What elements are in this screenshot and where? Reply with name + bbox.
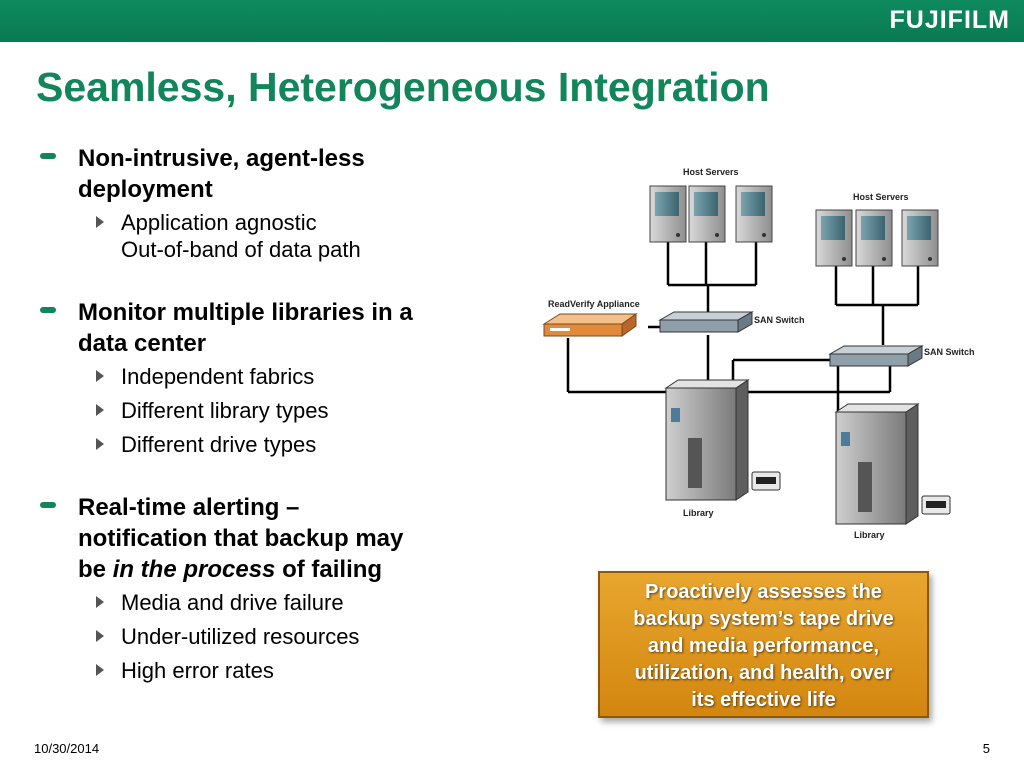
sub-bullet-text: Different drive types (121, 432, 317, 457)
host-servers-label: Host Servers (683, 167, 739, 177)
bullet-main: Real-time alerting – notification that b… (36, 492, 496, 585)
sub-bullet-text: Application agnostic (121, 210, 317, 235)
sub-bullet: Different drive types (36, 431, 496, 458)
server-icon (649, 185, 687, 243)
triangle-bullet-icon (96, 404, 104, 416)
callout-line: backup system’s tape drive (633, 608, 894, 630)
bullet-line-part: of failing (275, 556, 383, 583)
callout-line: Proactively assesses the (645, 581, 882, 603)
triangle-bullet-icon (96, 596, 104, 608)
appliance-label: ReadVerify Appliance (548, 299, 640, 309)
sub-bullet: High error rates (36, 657, 496, 684)
bullet-line: data center (78, 330, 207, 357)
sub-bullet-text: Media and drive failure (121, 590, 344, 615)
page-number: 5 (982, 741, 990, 756)
library-label: Library (854, 530, 885, 540)
slide-title: Seamless, Heterogeneous Integration (36, 64, 770, 110)
san-switch-label: SAN Switch (754, 315, 805, 325)
host-servers-label: Host Servers (853, 192, 909, 202)
sub-bullet-text: Out-of-band of data path (121, 237, 361, 262)
bullet-line: Non-intrusive, agent-less (78, 145, 365, 172)
bullet-line: notification that backup may (78, 525, 404, 552)
triangle-bullet-icon (96, 664, 104, 676)
bullet-line: Monitor multiple libraries in a (78, 299, 413, 326)
bullet-line: deployment (78, 176, 213, 203)
sub-bullet: Under-utilized resources (36, 623, 496, 650)
library-label: Library (683, 508, 714, 518)
server-icon (688, 185, 726, 243)
sub-bullet: Out-of-band of data path (36, 236, 496, 263)
sub-bullet-text: Under-utilized resources (121, 624, 360, 649)
bullet-main: Monitor multiple libraries in a data cen… (36, 297, 496, 359)
bullet-list: Non-intrusive, agent-less deployment App… (36, 143, 496, 691)
server-icon (815, 209, 853, 267)
dash-bullet-icon (40, 153, 56, 159)
server-icon (855, 209, 893, 267)
server-icon (901, 209, 939, 267)
callout-line: utilization, and health, over (634, 662, 893, 684)
sub-bullet: Application agnostic (36, 209, 496, 236)
tape-library-left: Library (664, 379, 781, 518)
bullet-line: Real-time alerting – (78, 494, 300, 521)
sub-bullet: Media and drive failure (36, 589, 496, 616)
bullet-emphasis: in the process (112, 556, 276, 583)
sub-bullet: Independent fabrics (36, 363, 496, 390)
bullet-group-alerting: Real-time alerting – notification that b… (36, 492, 496, 684)
san-switch-label: SAN Switch (924, 347, 975, 357)
san-switch-left: SAN Switch (658, 311, 805, 333)
host-servers-left: Host Servers (649, 167, 773, 243)
readverify-appliance: ReadVerify Appliance (542, 299, 640, 337)
dash-bullet-icon (40, 307, 56, 313)
tape-library-right: Library (834, 403, 951, 540)
san-switch-right: SAN Switch (828, 345, 975, 367)
callout-line: its effective life (691, 689, 836, 711)
bullet-group-deployment: Non-intrusive, agent-less deployment App… (36, 143, 496, 263)
sub-bullet-list: Application agnostic Out-of-band of data… (36, 209, 496, 263)
triangle-bullet-icon (96, 370, 104, 382)
sub-bullet-list: Media and drive failure Under-utilized r… (36, 589, 496, 684)
host-servers-right: Host Servers (815, 192, 939, 267)
callout-box: Proactively assesses the backup system’s… (598, 571, 929, 718)
sub-bullet-text: Independent fabrics (121, 364, 315, 389)
dash-bullet-icon (40, 502, 56, 508)
integration-diagram: Host Servers Host Servers (542, 167, 975, 540)
sub-bullet-text: Different library types (121, 398, 329, 423)
sub-bullet-text: High error rates (121, 658, 274, 683)
server-icon (735, 185, 773, 243)
sub-bullet-list: Independent fabrics Different library ty… (36, 363, 496, 458)
footer-date: 10/30/2014 (34, 741, 100, 756)
header-bar: FUJIFILM (0, 0, 1024, 42)
callout-line: and media performance, (647, 635, 880, 657)
bullet-group-monitor: Monitor multiple libraries in a data cen… (36, 297, 496, 458)
triangle-bullet-icon (96, 216, 104, 228)
triangle-bullet-icon (96, 630, 104, 642)
sub-bullet: Different library types (36, 397, 496, 424)
bullet-main: Non-intrusive, agent-less deployment (36, 143, 496, 205)
fujifilm-logo: FUJIFILM (889, 6, 1010, 34)
triangle-bullet-icon (96, 438, 104, 450)
bullet-line-part: be (78, 556, 113, 583)
